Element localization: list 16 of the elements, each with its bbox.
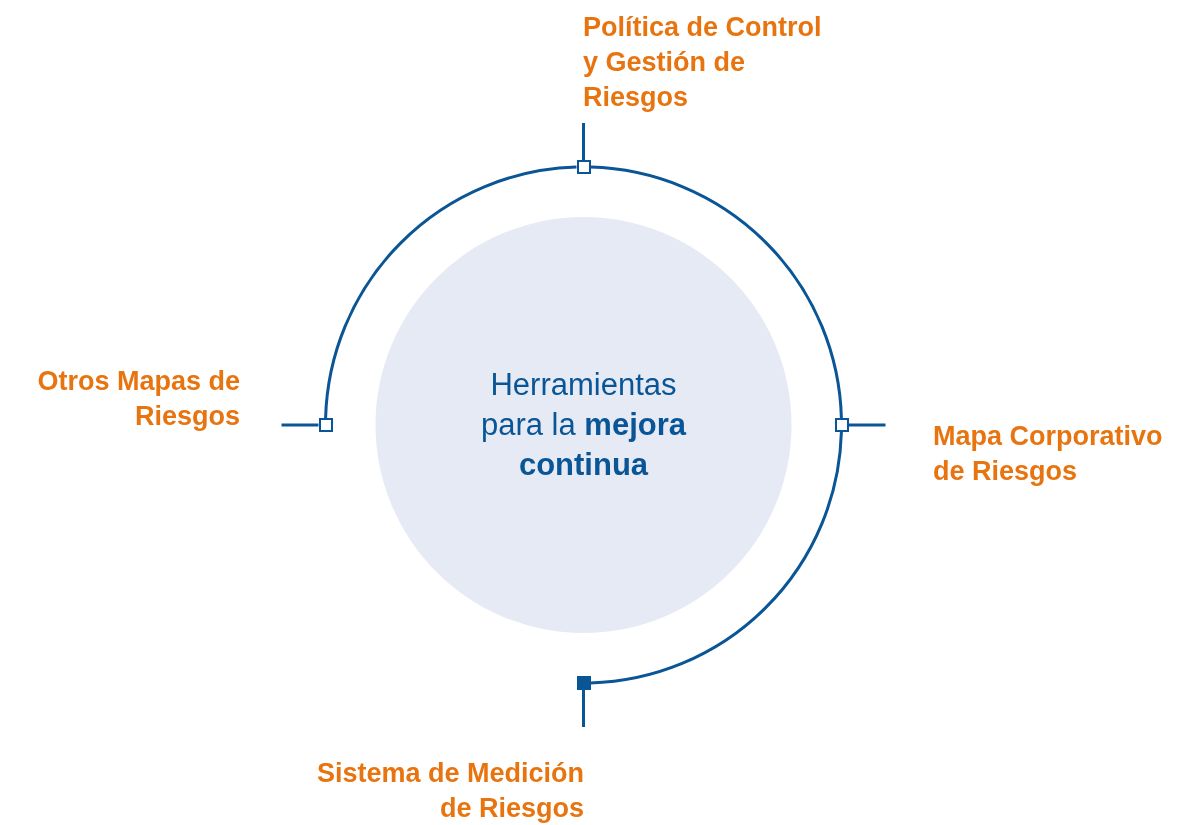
leader-line [848,423,886,427]
marker-square [318,418,333,432]
leader-line [582,690,585,727]
arc-line [590,165,843,419]
stage-label: Política de Control y Gestión de Riesgos [583,10,833,115]
leader-line [281,423,319,427]
leader-line [582,123,585,160]
arc-line [590,431,843,685]
marker-square [576,160,591,174]
stage-label: Mapa Corporativo de Riesgos [933,419,1194,489]
arc-line [324,165,577,419]
marker-square [834,418,849,432]
stage-label: Sistema de Medición de Riesgos [270,756,584,825]
stage-label: Otros Mapas de Riesgos [0,364,240,434]
marker-square [576,676,591,690]
center-text: Herramientas para la mejora continua [479,366,688,484]
